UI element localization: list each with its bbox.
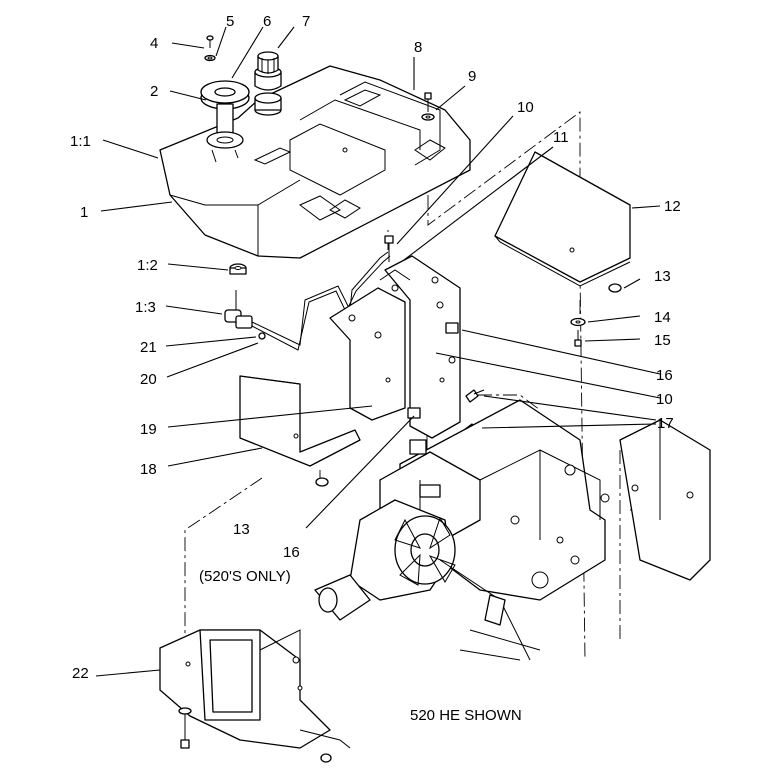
- callout-labels: 4 5 6 7 2 1:1 1 8 9 10 11 12 1:2 13 1:3 …: [70, 13, 681, 724]
- screw-15: [574, 330, 582, 347]
- callout-17: 17: [657, 415, 674, 432]
- engine-fan: [314, 499, 541, 661]
- callout-14: 14: [654, 309, 671, 326]
- callout-13-lower: 13: [233, 521, 250, 538]
- access-cover-22: [159, 629, 351, 763]
- callout-5: 5: [226, 13, 234, 30]
- callout-13-top: 13: [654, 268, 671, 285]
- side-panel-left: [239, 375, 361, 467]
- fuel-line-20: [251, 251, 391, 351]
- nut-13-lower: [315, 477, 329, 487]
- callout-18: 18: [140, 461, 157, 478]
- note-520-he-shown: 520 HE SHOWN: [410, 707, 522, 724]
- fuel-cap-flange: [200, 80, 250, 163]
- callout-11: 11: [553, 129, 569, 146]
- screw-4: [206, 35, 214, 48]
- tank-bracket-19: [329, 255, 461, 439]
- callout-16-lower: 16: [283, 544, 300, 561]
- callout-16-right: 16: [656, 367, 673, 384]
- decal-16-upper: [445, 322, 459, 334]
- grommet-1-2: [229, 263, 247, 275]
- washer-14: [570, 317, 586, 327]
- callout-6: 6: [263, 13, 271, 30]
- callout-1-2: 1:2: [137, 257, 158, 274]
- fuel-tank-cover: [159, 65, 471, 259]
- callout-21: 21: [140, 339, 157, 356]
- callout-10-lower: 10: [656, 391, 673, 408]
- callout-19: 19: [140, 421, 157, 438]
- callout-15: 15: [654, 332, 671, 349]
- bolt-22: [178, 707, 192, 749]
- callout-8: 8: [414, 39, 422, 56]
- callout-12: 12: [664, 198, 681, 215]
- bolt-10: [384, 235, 394, 262]
- callout-7: 7: [302, 13, 310, 30]
- nut-13-top: [608, 283, 622, 293]
- callout-10-top: 10: [517, 99, 534, 116]
- fuel-fitting-1-3: [224, 290, 253, 329]
- callout-2: 2: [150, 83, 158, 100]
- bolt-8: [421, 92, 435, 121]
- fuel-cap: [254, 51, 282, 116]
- side-panel-right: [494, 151, 631, 287]
- callout-1: 1: [80, 204, 88, 221]
- callout-9: 9: [468, 68, 476, 85]
- callout-20: 20: [140, 371, 157, 388]
- leader-lines: [95, 26, 661, 677]
- callout-22: 22: [72, 665, 89, 682]
- callout-4: 4: [150, 35, 158, 52]
- chassis-frame: [379, 399, 711, 601]
- callout-1-3: 1:3: [135, 299, 156, 316]
- washer-5: [204, 54, 216, 62]
- note-520-only: (520'S ONLY): [199, 568, 291, 585]
- decal-16-lower: [407, 407, 421, 419]
- callout-1-1: 1:1: [70, 133, 91, 150]
